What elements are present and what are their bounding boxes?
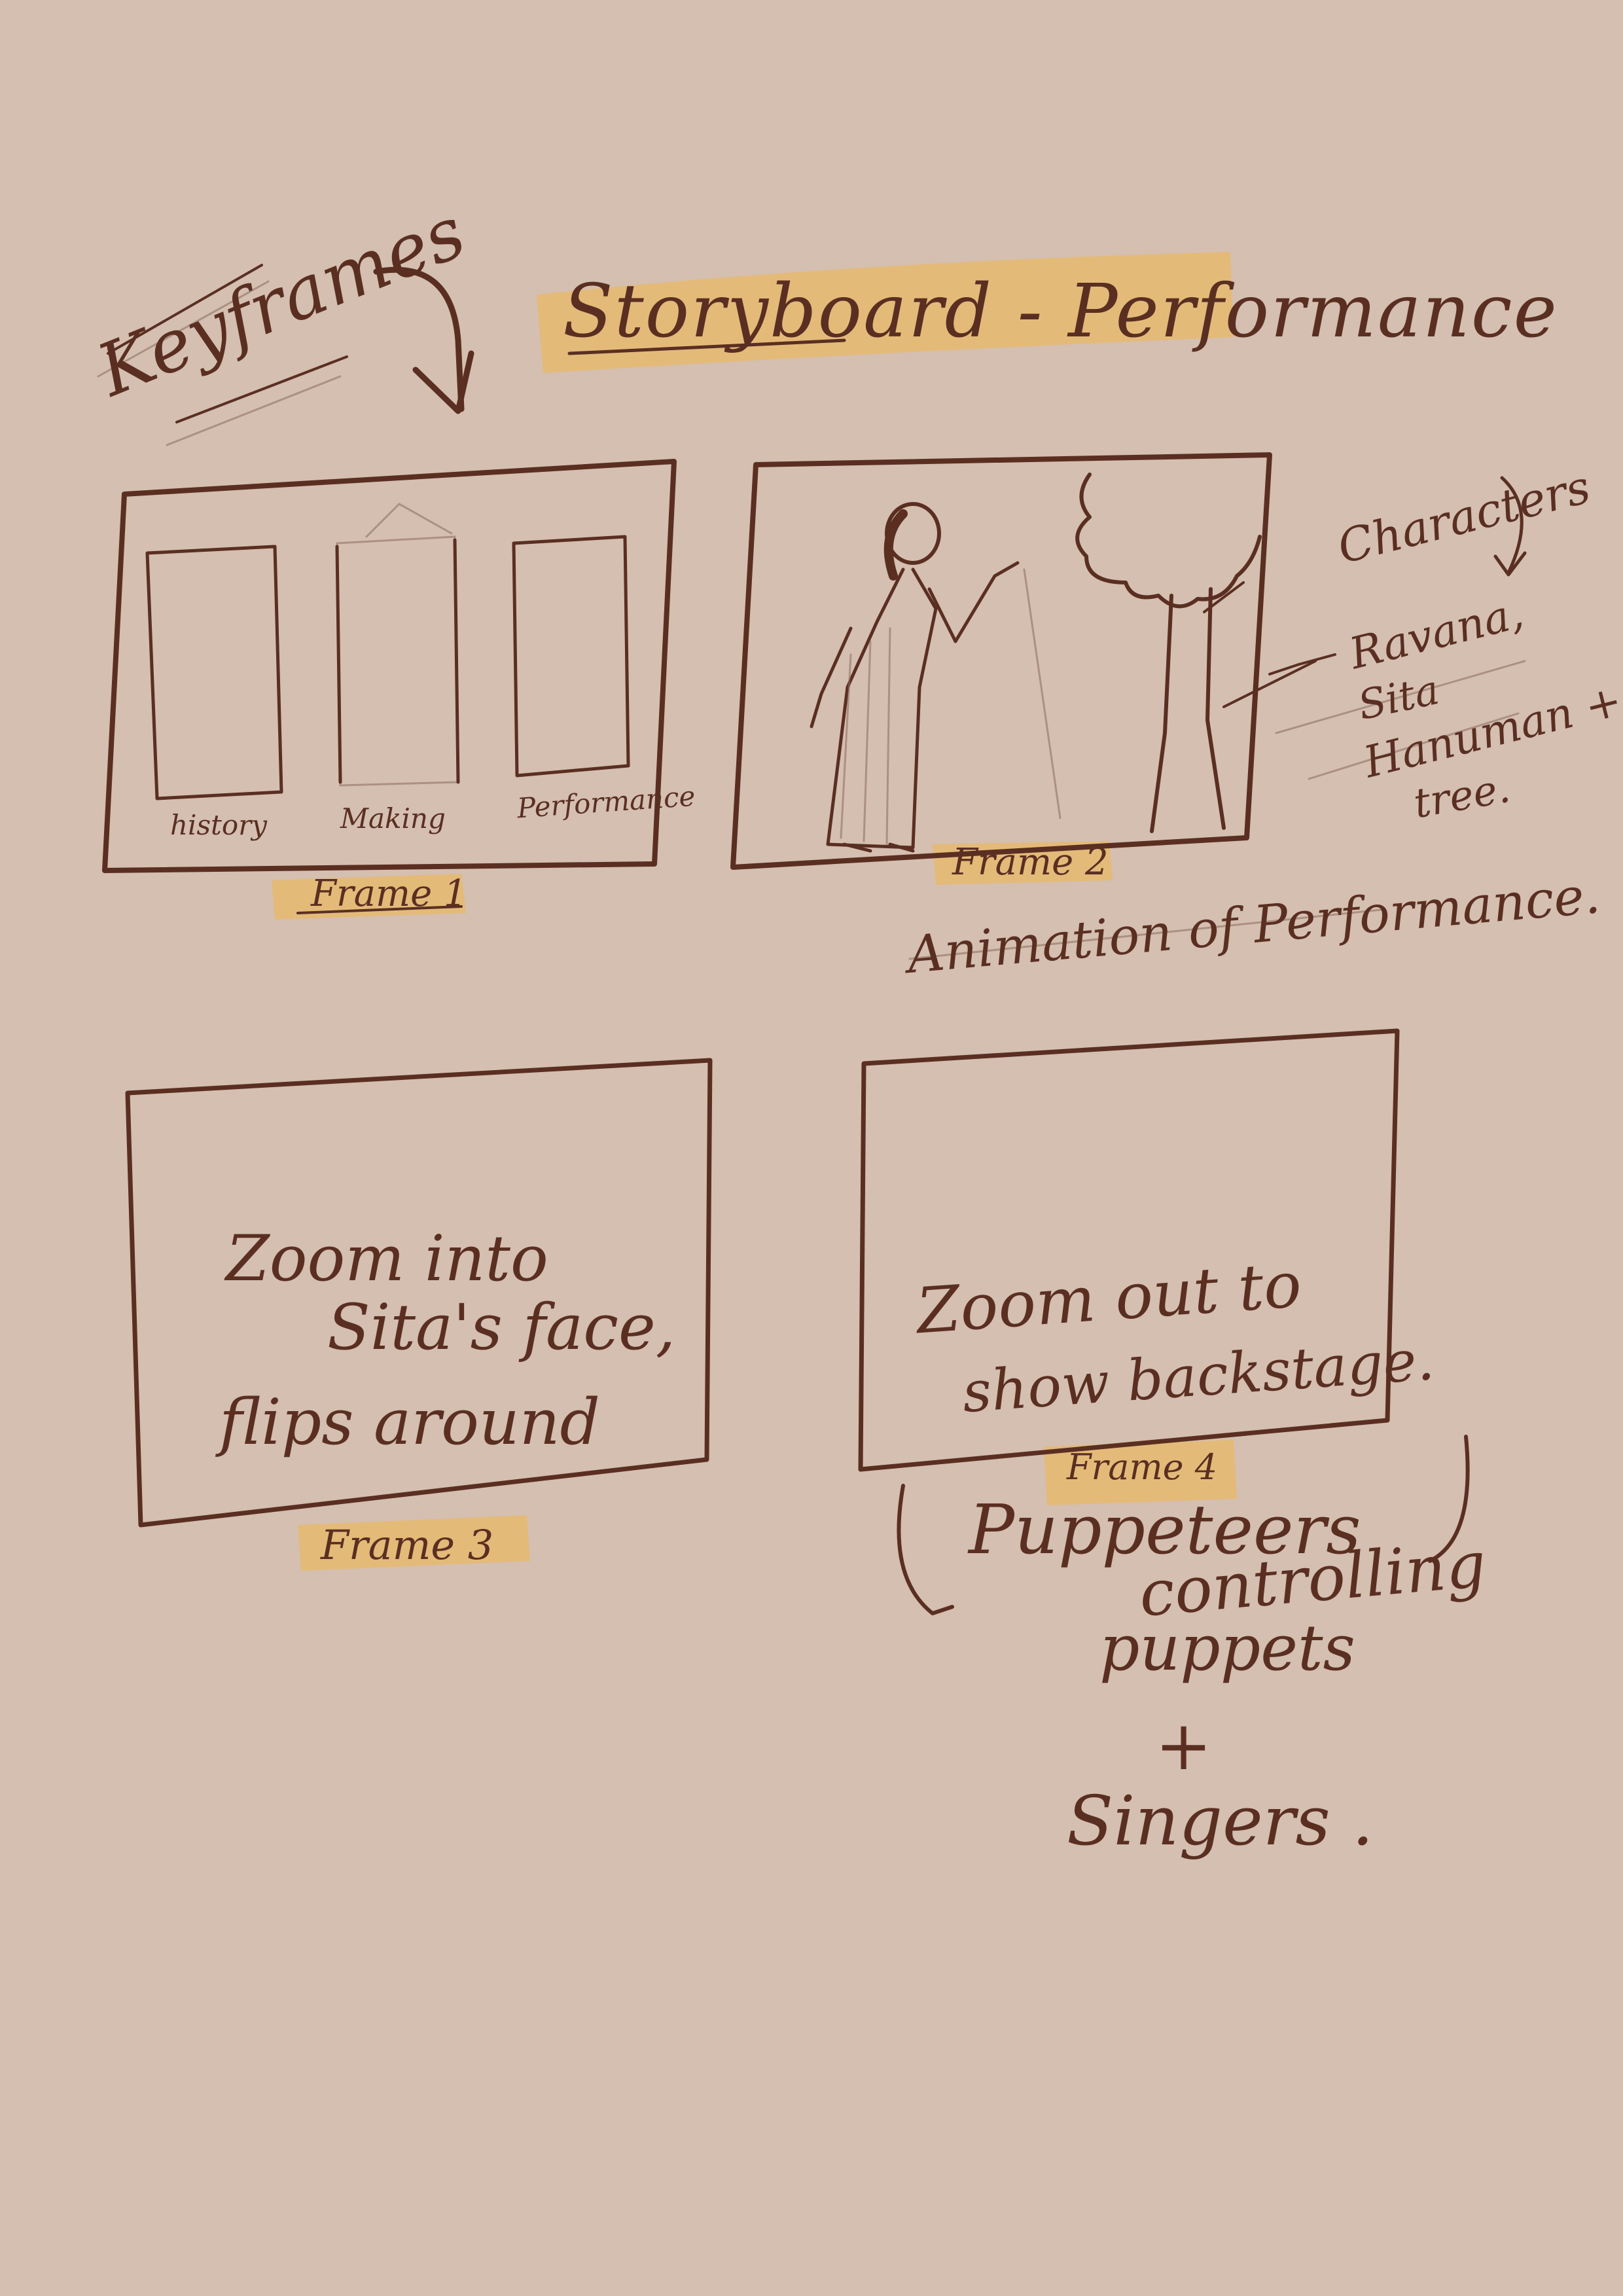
page-title: Storyboard - Performance (563, 269, 1558, 354)
characters-annotation-lines (1222, 476, 1527, 780)
frame4-label: Frame 4 (1067, 1446, 1218, 1488)
frame3-label: Frame 3 (321, 1521, 494, 1569)
frame2-caption-underline (908, 908, 1382, 960)
keyframes-strokes (97, 264, 348, 446)
frame4-note-puppeteers: Puppeteers (969, 1490, 1361, 1570)
frame3-label-highlight (298, 1515, 530, 1571)
frame4-note-puppets: puppets (1099, 1611, 1355, 1685)
storyboard-underline (567, 338, 846, 355)
frame2-box (730, 452, 1272, 870)
frame4-note-brackets (897, 1435, 1470, 1615)
frame1-panel-history: history (170, 809, 268, 841)
sita-figure (810, 502, 1061, 853)
frame1-label-underline (296, 905, 463, 914)
frame1-box (102, 459, 677, 873)
down-arrow-icon (373, 266, 474, 414)
frame1-label: Frame 1 (311, 872, 467, 915)
frame3-line-1: Zoom into (226, 1222, 548, 1295)
frame4-note-singers: Singers . (1067, 1781, 1374, 1861)
frame2-label: Frame 2 (952, 841, 1109, 884)
frame4-label-highlight (1044, 1440, 1237, 1505)
title-highlight (537, 252, 1234, 373)
frame3-line-2: Sita's face, (327, 1291, 676, 1364)
frame4-note-plus: + (1155, 1706, 1213, 1785)
tree-drawing (1075, 473, 1262, 833)
frame1-panel-making: Making (340, 802, 446, 834)
frame3-line-3: flips around (219, 1386, 600, 1459)
frame4-box (858, 1028, 1400, 1472)
frame3-box (125, 1058, 713, 1528)
